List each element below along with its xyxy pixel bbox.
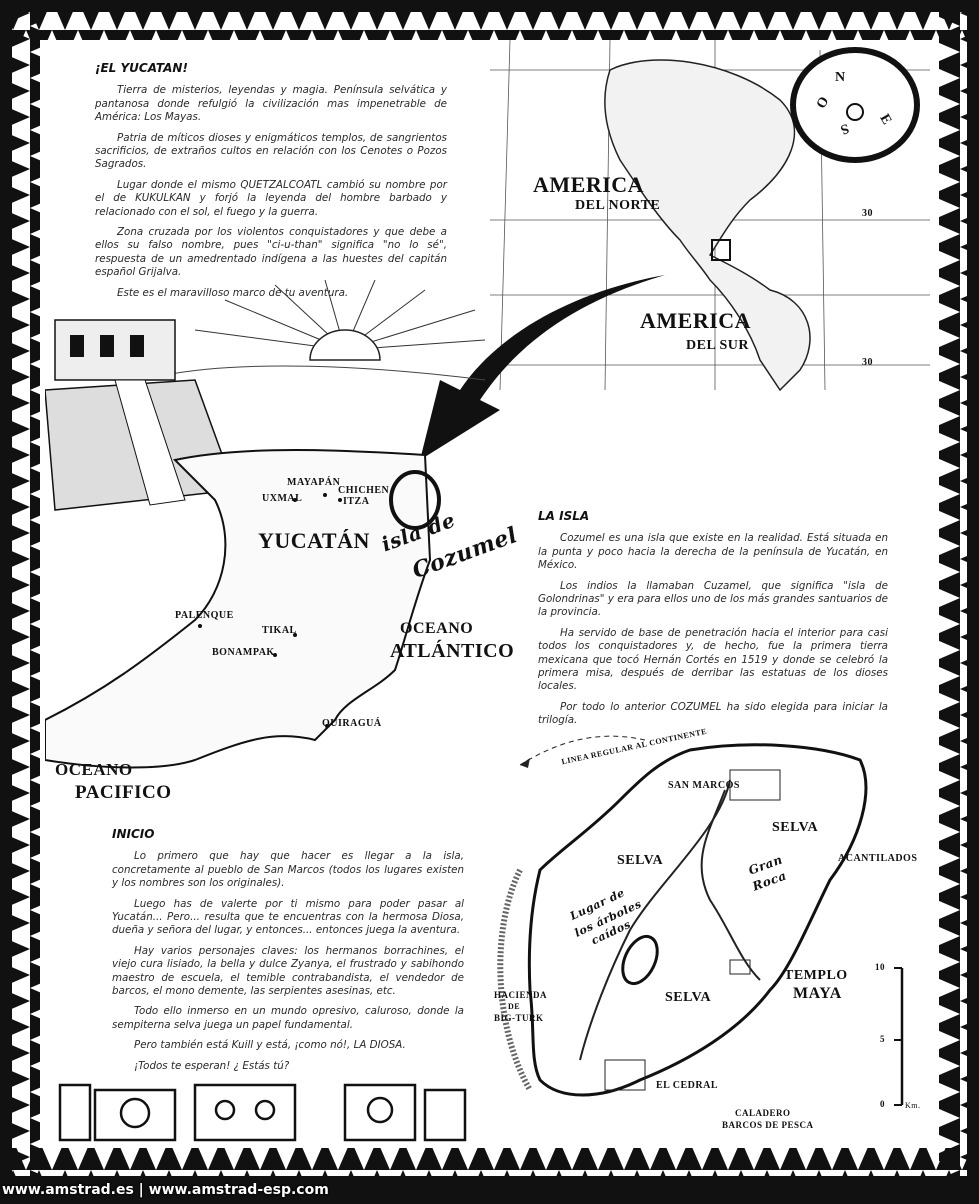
label-selva-s: SELVA xyxy=(665,990,712,1005)
paragraph: ¡Todos te esperan! ¿ Estás tú? xyxy=(134,1059,290,1072)
paragraph: Lugar donde el mismo QUETZALCOATL cambió… xyxy=(95,178,447,218)
lat-label: 30 xyxy=(862,208,873,219)
label-america-norte: AMERICA xyxy=(533,172,645,197)
label-yucatan: YUCATÁN xyxy=(258,528,370,553)
label-oceano-pacifico: OCEANO xyxy=(55,760,133,779)
label-tikal: TIKAL xyxy=(262,625,297,636)
scale-unit: Km. xyxy=(905,1101,921,1110)
label-selva-w: SELVA xyxy=(617,853,664,868)
paragraph: Los indios la llamaban Cuzamel, que sign… xyxy=(538,579,888,619)
temple-illustration xyxy=(45,280,486,511)
mayan-glyphs-illustration xyxy=(58,1083,467,1142)
world-map xyxy=(490,40,930,392)
scale-5: 5 xyxy=(880,1034,885,1044)
paragraph: Ha servido de base de penetración hacia … xyxy=(538,626,888,693)
label-quiragua: QUIRAGUÁ xyxy=(322,718,382,729)
paragraph: Patria de míticos dioses y enigmáticos t… xyxy=(95,131,447,171)
paragraph: Hay varios personajes claves: los herman… xyxy=(112,944,464,998)
label-atlantico: ATLÁNTICO xyxy=(390,640,515,662)
label-san-marcos: SAN MARCOS xyxy=(668,780,740,791)
label-del-norte: DEL NORTE xyxy=(575,198,661,213)
label-pacifico: PACIFICO xyxy=(75,782,172,803)
label-chichen: CHICHEN xyxy=(338,485,390,496)
label-templo: TEMPLO xyxy=(784,968,848,983)
paragraph: Pero también está Kuill y está, ¡como nó… xyxy=(134,1039,406,1052)
label-oceano-atlantico: OCEANO xyxy=(400,620,474,637)
scale-10: 10 xyxy=(875,962,885,972)
paragraph: Zona cruzada por los violentos conquista… xyxy=(95,226,447,279)
inicio-section: INICIO Lo primero que hay que hacer es l… xyxy=(112,827,464,1080)
section-title: LA ISLA xyxy=(538,509,590,523)
lat-label: 30 xyxy=(862,357,873,368)
yucatan-map xyxy=(45,449,441,769)
label-mayapan: MAYAPÁN xyxy=(287,477,341,488)
label-palenque: PALENQUE xyxy=(175,610,234,621)
label-america-sur: AMERICA xyxy=(640,308,752,333)
paragraph: Por todo lo anterior COZUMEL ha sido ele… xyxy=(538,700,888,727)
compass-n: N xyxy=(835,70,846,85)
label-barcos-pesca: BARCOS DE PESCA xyxy=(722,1120,814,1130)
paragraph: Cozumel es una isla que existe en la rea… xyxy=(538,532,888,572)
section-title: ¡EL YUCATAN! xyxy=(95,61,188,75)
paragraph: Luego has de valerte por ti mismo para p… xyxy=(112,897,464,937)
label-big-turk: BIG-TURK xyxy=(494,1013,544,1023)
compass-icon xyxy=(790,47,920,163)
section-title: INICIO xyxy=(112,827,155,841)
label-de: DE xyxy=(508,1002,521,1011)
label-uxmal: UXMAL xyxy=(262,493,303,504)
paragraph: Lo primero que hay que hacer es llegar a… xyxy=(112,850,464,890)
label-bonampak: BONAMPAK xyxy=(212,647,275,658)
label-maya: MAYA xyxy=(793,985,842,1002)
label-hacienda: HACIENDA xyxy=(494,990,548,1000)
paragraph: Todo ello inmerso en un mundo opresivo, … xyxy=(112,1005,464,1031)
paragraph: Este es el maravilloso marco de tu avent… xyxy=(117,286,349,299)
label-acantilados: ACANTILADOS xyxy=(838,853,918,864)
label-itza: ITZA xyxy=(343,496,370,507)
label-el-cedral: EL CEDRAL xyxy=(656,1080,719,1091)
pointer-arrow xyxy=(420,275,665,460)
paragraph: Tierra de misterios, leyendas y magia. P… xyxy=(95,84,447,124)
yucatan-section: ¡EL YUCATAN! Tierra de misterios, leyend… xyxy=(95,61,447,307)
footer-watermark[interactable]: www.amstrad.es | www.amstrad-esp.com xyxy=(2,1182,329,1198)
scale-0: 0 xyxy=(880,1099,885,1109)
label-selva-ne: SELVA xyxy=(772,820,819,835)
isla-section: LA ISLA Cozumel es una isla que existe e… xyxy=(538,509,888,735)
label-del-sur: DEL SUR xyxy=(686,338,750,353)
cozumel-island-map xyxy=(497,735,904,1106)
label-caladero: CALADERO xyxy=(735,1108,791,1118)
